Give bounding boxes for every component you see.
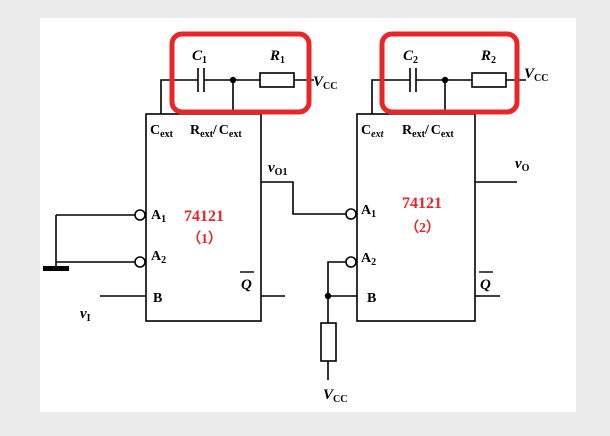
vo-label: vO [515, 156, 530, 174]
c2-label: C2 [403, 48, 418, 66]
chip1-rext-cext-pin-label: Rext/Cext [190, 123, 242, 140]
chip2-cext-pin-label: Cext [361, 123, 385, 140]
junction-dot-1 [229, 76, 237, 84]
vo1-label: vO1 [268, 160, 287, 178]
chip2-a1-pin-label: A1 [361, 203, 376, 220]
chip2-cext-wire [371, 79, 410, 114]
vcc-label-3: VCC [323, 387, 347, 405]
chip2-a2-wire [327, 261, 346, 296]
ground-icon [43, 266, 69, 271]
chip1-a2-pin-label: A2 [151, 249, 166, 266]
pullup-resistor [320, 322, 337, 362]
chip1-index: （1） [187, 231, 222, 247]
junction-dot-2 [441, 76, 449, 84]
c2-capacitor-plates [409, 68, 417, 92]
r2-resistor [471, 72, 507, 88]
chip2-a2-bubble [345, 256, 357, 268]
chip1-part-number: 74121 [184, 208, 224, 225]
rc-highlight-box-2 [379, 31, 520, 115]
chip2-part-number: 74121 [402, 195, 442, 212]
r2-label: R2 [480, 48, 496, 66]
chip1-qbar-pin-label: Q [241, 277, 252, 293]
r1-resistor [259, 72, 295, 88]
chip1-cext-pin-label: Cext [150, 123, 174, 140]
chip1-vo1-wire [261, 181, 346, 215]
r1-label: R1 [269, 48, 285, 66]
vi-label: vI [80, 306, 91, 324]
chip2-index: （2） [405, 220, 440, 236]
rc-highlight-box-1 [169, 31, 312, 115]
junction-dot-3 [324, 292, 332, 300]
chip1-b-pin-label: B [153, 291, 162, 306]
chip1-a1-pin-label: A1 [151, 208, 166, 225]
c1-capacitor-plates [197, 68, 205, 92]
chip2-b-pin-label: B [367, 291, 376, 306]
chip1-a1-bubble [134, 209, 146, 221]
chip1-a2-bubble [134, 256, 146, 268]
chip2-a2-pin-label: A2 [361, 251, 376, 268]
chip2-rext-cext-pin-label: Rext/Cext [402, 123, 454, 140]
vcc-label-1: VCC [313, 74, 337, 92]
chip2-qbar-pin-label: Q [480, 277, 491, 293]
chip2-a1-bubble [345, 208, 357, 220]
c1-label: C1 [192, 48, 207, 66]
vcc-label-2: VCC [524, 66, 548, 84]
chip1-cext-wire [160, 79, 198, 114]
